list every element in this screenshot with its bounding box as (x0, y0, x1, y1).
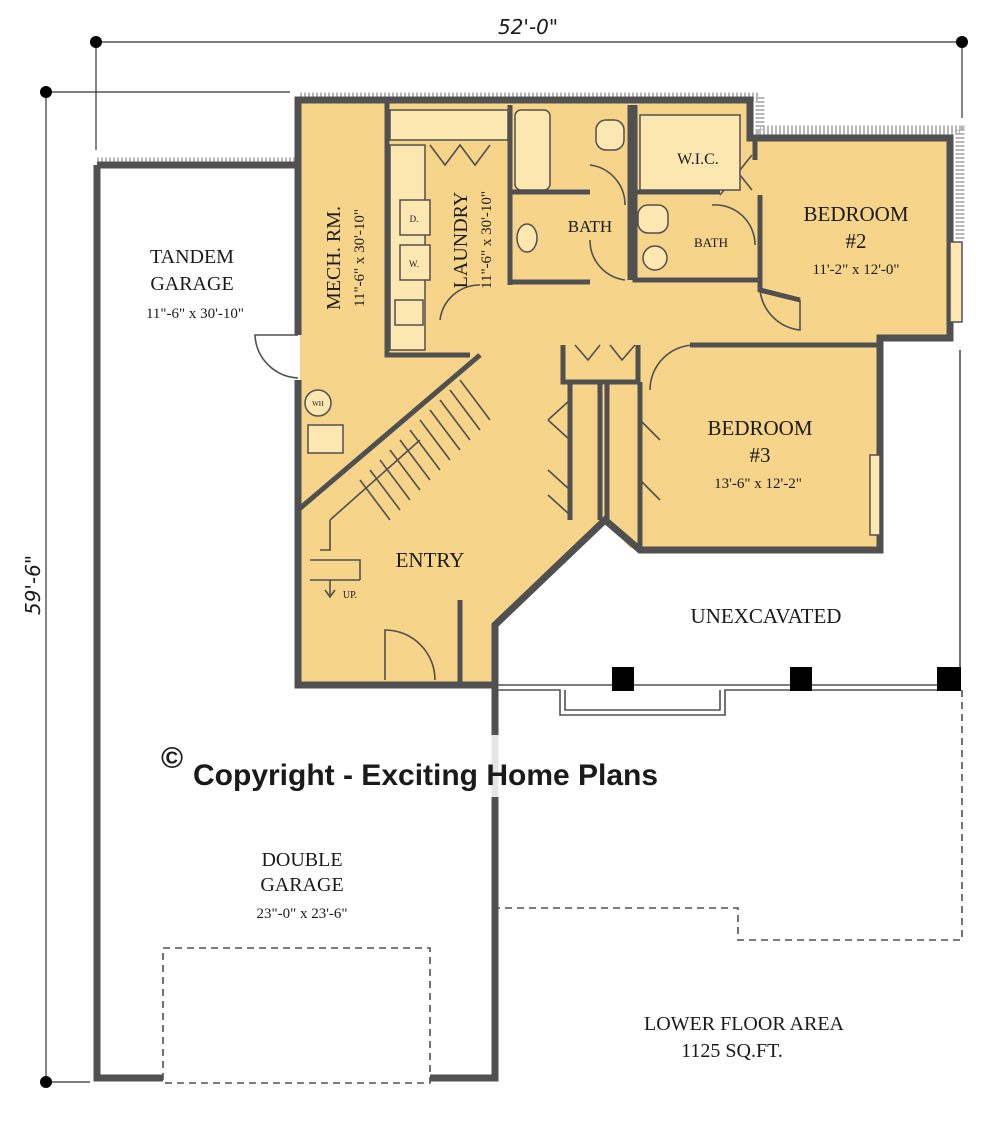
depth-dim-dot-bottom (40, 1076, 52, 1088)
bath-walls (510, 105, 633, 285)
width-dim-dot-right (956, 36, 968, 48)
hall-closet (560, 345, 643, 548)
sink-ensuite (642, 245, 668, 271)
double-garage-label-1: DOUBLE (261, 849, 342, 871)
dryer-label: D. (410, 214, 419, 224)
entry-door[interactable] (384, 629, 436, 681)
width-dimension: 52'-0" (498, 15, 558, 39)
laundry-sink (394, 299, 424, 326)
hall-closet-doors[interactable] (547, 344, 661, 516)
copyright-backdrop (148, 735, 700, 797)
post-1 (612, 667, 634, 691)
entry-label: ENTRY (396, 548, 465, 572)
bedroom2-label-1: BEDROOM (803, 202, 908, 226)
double-garage-label-2: GARAGE (260, 874, 343, 896)
mech-room-size: 11"-6" x 30'-10" (352, 209, 368, 307)
stair-up-label: UP. (343, 590, 357, 601)
stair-treads (359, 379, 491, 521)
mech-tank (307, 424, 344, 454)
copyright-symbol: © (161, 742, 183, 775)
bedroom2-window (949, 241, 963, 323)
washer (399, 244, 431, 281)
depth-dimension: 59'-6" (21, 555, 45, 615)
bedroom3-door[interactable] (649, 344, 696, 391)
laundry-size: 11"-6" x 30'-10" (479, 191, 495, 289)
bath-door[interactable] (589, 164, 626, 281)
laundry-bifold-door[interactable] (429, 143, 491, 167)
double-garage-size: 23"-0" x 23'-6" (256, 906, 347, 922)
washer-label: W. (409, 259, 419, 269)
bedroom3-window (869, 454, 881, 536)
ensuite-door[interactable] (711, 204, 756, 246)
area-value: 1125 SQ.FT. (681, 1040, 783, 1062)
bedroom3-label-2: #3 (750, 443, 771, 467)
tandem-garage-size: 11"-6" x 30'-10" (146, 306, 244, 322)
post-3 (937, 667, 961, 691)
copyright-text: Copyright - Exciting Home Plans (193, 759, 658, 792)
water-heater-label: WH (312, 400, 324, 408)
post-2 (790, 667, 812, 691)
toilet-main (595, 119, 625, 151)
dashed-patio-outline (495, 690, 963, 941)
toilet-ensuite (637, 204, 669, 234)
foundation-edge (97, 92, 965, 240)
sink-main (516, 223, 538, 253)
stair-arrow (324, 580, 336, 599)
stair-wall (296, 353, 482, 512)
shower (639, 114, 741, 191)
bathtub (514, 109, 551, 191)
wic-walls (632, 105, 760, 283)
bedroom2-label-2: #2 (846, 229, 867, 253)
bedroom3-floor (645, 345, 878, 548)
tandem-garage-door[interactable] (254, 334, 299, 379)
tandem-garage-label-1: TANDEM (150, 246, 234, 268)
bedroom2-size: 11'-2" x 12'-0" (812, 262, 899, 278)
depth-dim-dot-top (40, 86, 52, 98)
unexcavated-label: UNEXCAVATED (691, 604, 842, 628)
bedroom3-size: 13'-6" x 12'-2" (714, 476, 802, 492)
wic-label: W.I.C. (677, 151, 719, 168)
bedroom2-door[interactable] (759, 289, 801, 331)
stair-lower-flight (310, 439, 421, 581)
exterior-wall-garage (93, 165, 499, 1082)
dryer (399, 199, 431, 236)
mech-room-label: MECH. RM. (323, 206, 345, 310)
laundry-shelf (389, 109, 509, 141)
garage-door-outline (162, 947, 431, 1084)
width-dim-dot-left (90, 36, 102, 48)
laundry-label: LAUNDRY (450, 192, 472, 289)
laundry-door[interactable] (439, 284, 481, 321)
exterior-wall-main (97, 96, 954, 689)
bath-main-label: BATH (568, 217, 612, 236)
bedroom3-label-1: BEDROOM (707, 416, 812, 440)
mech-laundry-wall (384, 100, 470, 358)
water-heater (304, 389, 332, 417)
area-label: LOWER FLOOR AREA (644, 1013, 845, 1035)
bath-ensuite-label: BATH (694, 235, 728, 250)
tandem-garage-label-2: GARAGE (150, 273, 233, 295)
